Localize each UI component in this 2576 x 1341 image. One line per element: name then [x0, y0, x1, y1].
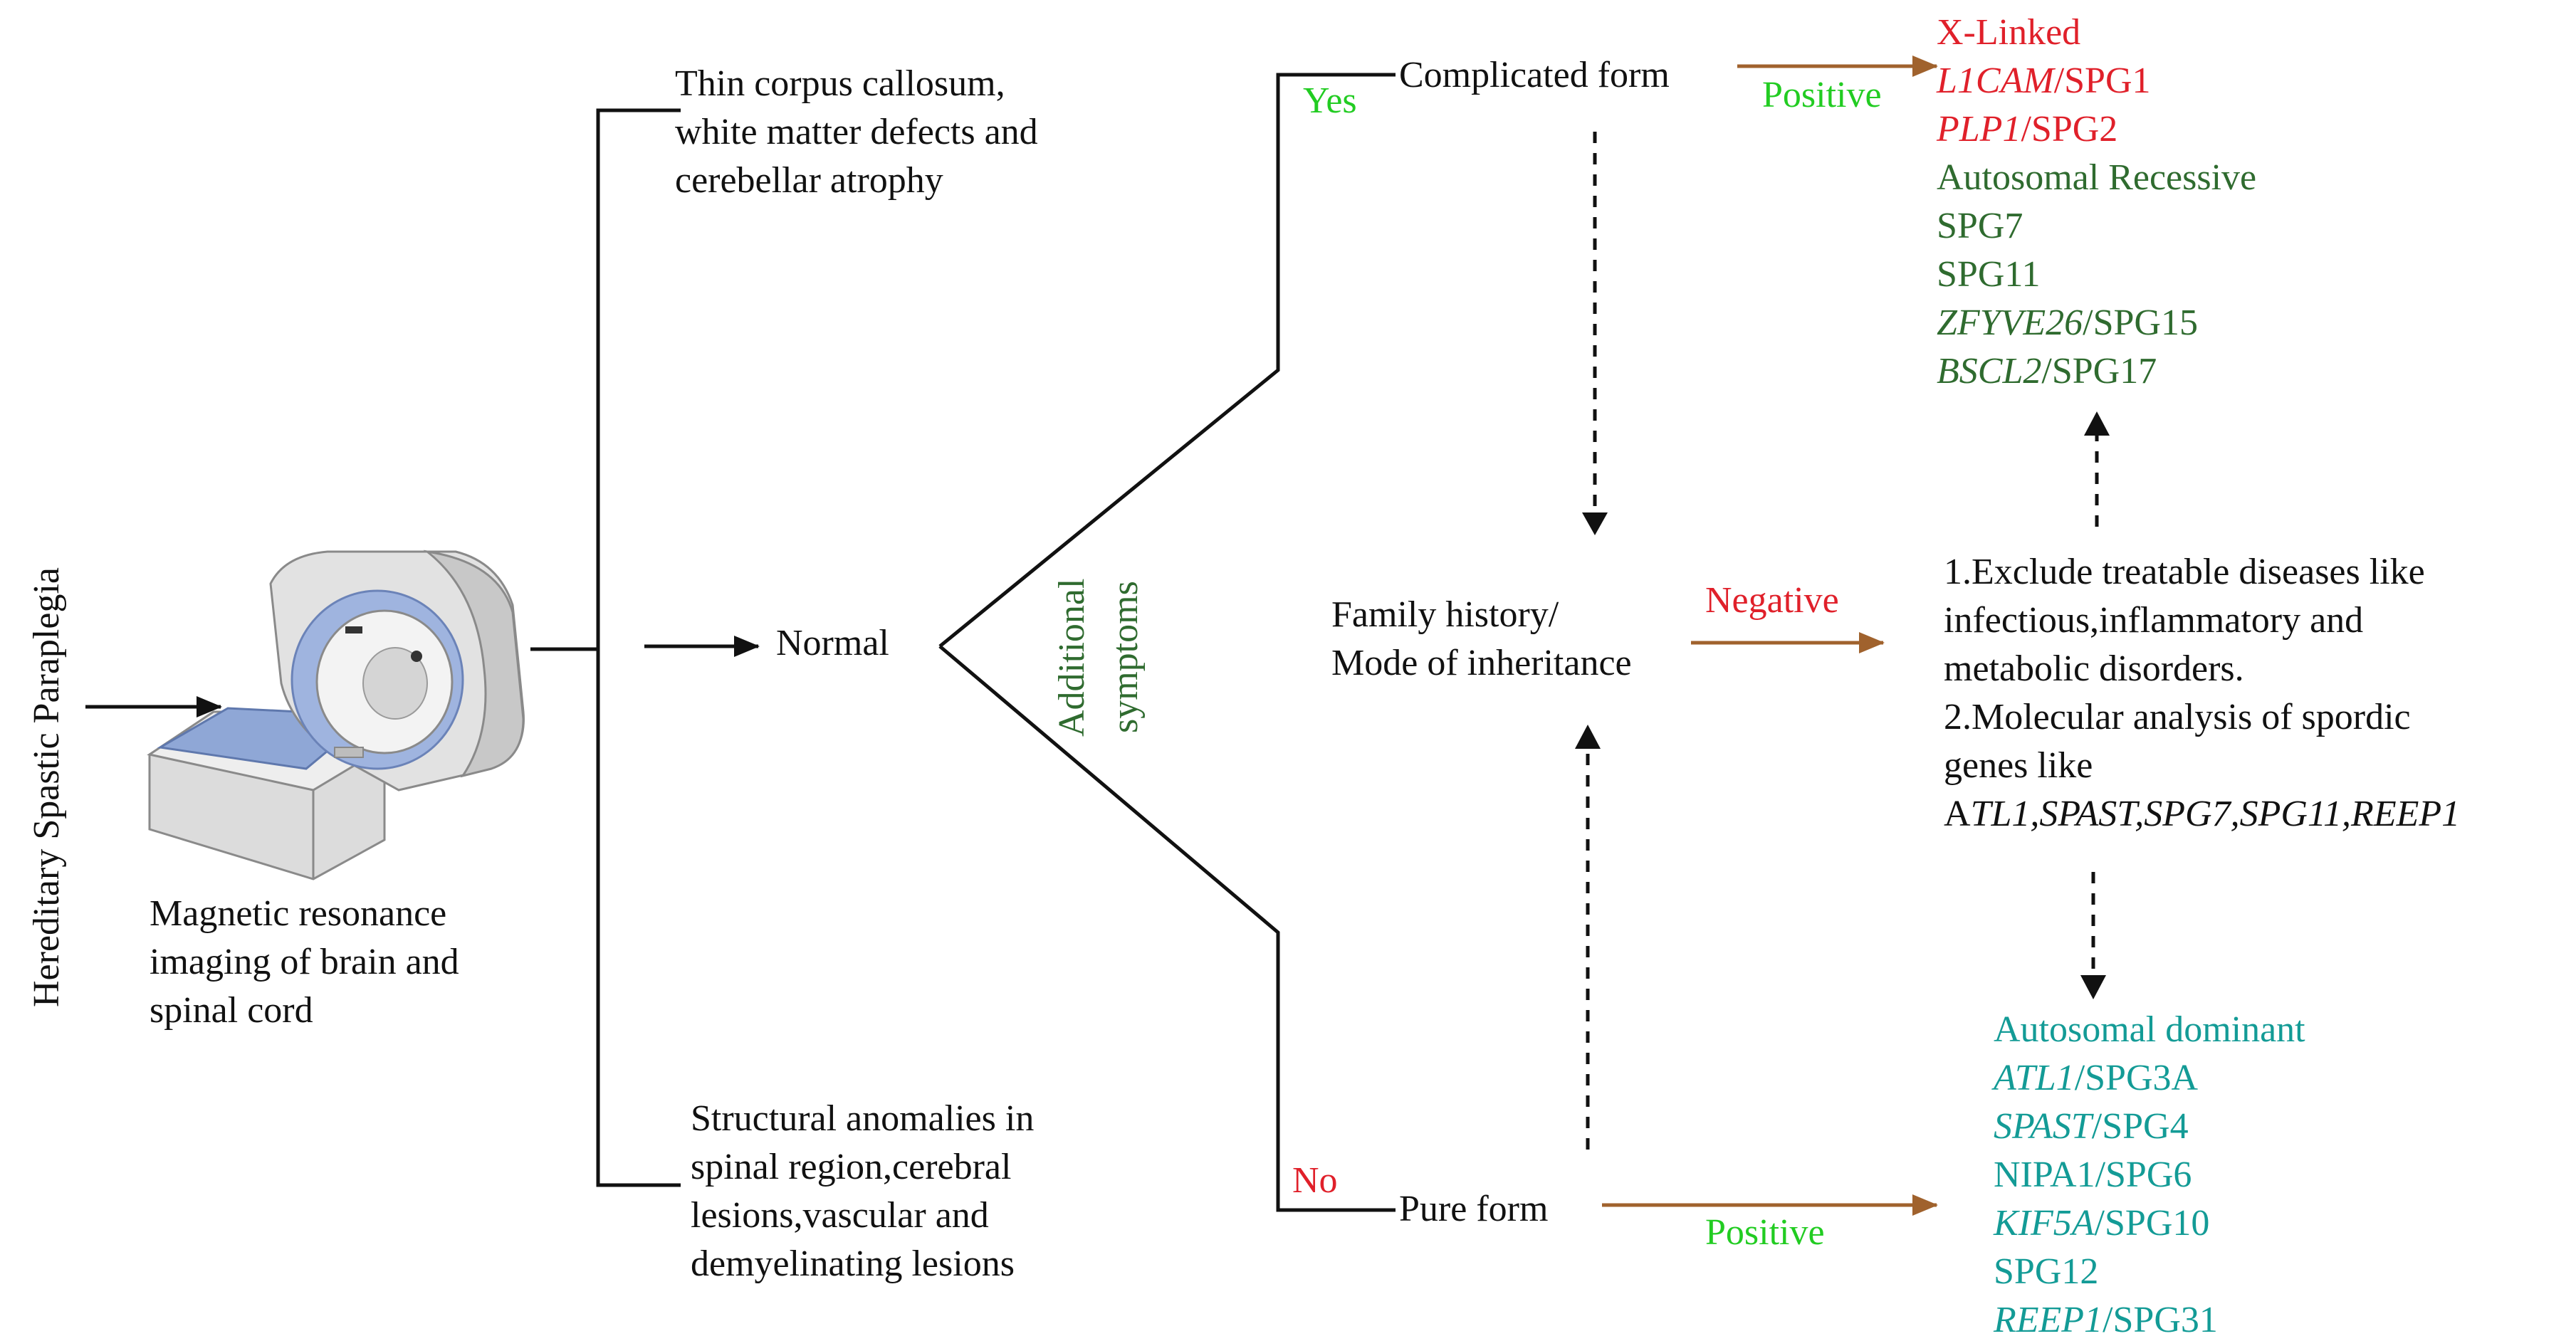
no-branch: [938, 645, 1396, 1212]
title-vertical: Hereditary Spastic Paraplegia: [26, 567, 67, 1007]
yes-label: Yes: [1303, 80, 1357, 121]
bottom-finding-line-2: spinal region,cerebral: [691, 1147, 1012, 1187]
dominant-item-4: KIF5A/SPG10: [1994, 1203, 2210, 1243]
negative-box-line-2: infectious,inflammatory and: [1944, 600, 2364, 641]
negative-box-line-4: 2.Molecular analysis of spordic: [1944, 697, 2411, 737]
top-finding-line-3: cerebellar atrophy: [675, 160, 943, 201]
additional-symptoms-line-2: symptoms: [1105, 581, 1146, 733]
recessive-item-3: ZFYVE26/SPG15: [1937, 303, 2198, 343]
top-finding-line-1: Thin corpus callosum,: [675, 63, 1005, 104]
dominant-heading: Autosomal dominant: [1994, 1009, 2305, 1050]
dominant-item-2: SPAST/SPG4: [1994, 1106, 2189, 1147]
negative-box-line-5: genes like: [1944, 745, 2093, 786]
negative-box-line-1: 1.Exclude treatable diseases like: [1944, 552, 2425, 592]
yes-branch: [938, 73, 1396, 648]
mri-scanner-icon: [147, 549, 525, 880]
recessive-item-4: BSCL2/SPG17: [1937, 351, 2157, 391]
additional-symptoms-line-1: Additional: [1052, 578, 1092, 737]
recessive-item-2: SPG11: [1937, 254, 2041, 295]
negative-box-line-6: ATL1,SPAST,SPG7,SPG11,REEP1: [1944, 794, 2461, 834]
left-bracket: [596, 108, 681, 1187]
family-history-line-1: Family history/: [1331, 594, 1559, 635]
recessive-item-1: SPG7: [1937, 206, 2023, 246]
dominant-item-3: NIPA1/SPG6: [1994, 1155, 2192, 1195]
xlinked-gene-2: PLP1/SPG2: [1937, 109, 2118, 149]
mri-caption-line-1: Magnetic resonance: [150, 893, 447, 934]
bottom-finding-line-1: Structural anomalies in: [691, 1098, 1035, 1139]
no-label: No: [1292, 1160, 1338, 1201]
negative-box-line-3: metabolic disorders.: [1944, 648, 2244, 689]
xlinked-heading: X-Linked: [1937, 12, 2081, 53]
recessive-heading: Autosomal Recessive: [1937, 157, 2257, 198]
bottom-finding-line-4: demyelinating lesions: [691, 1243, 1015, 1284]
bottom-finding-line-3: lesions,vascular and: [691, 1195, 989, 1236]
top-finding-line-2: white matter defects and: [675, 112, 1038, 152]
pure-form-label: Pure form: [1399, 1189, 1549, 1229]
complicated-form-label: Complicated form: [1399, 55, 1670, 95]
mri-caption-line-3: spinal cord: [150, 990, 313, 1031]
negative-label: Negative: [1705, 580, 1839, 621]
xlinked-gene-1: L1CAM/SPG1: [1937, 61, 2151, 101]
family-history-line-2: Mode of inheritance: [1331, 643, 1632, 683]
mri-caption-line-2: imaging of brain and: [150, 942, 459, 982]
normal-label: Normal: [776, 623, 889, 663]
positive-bottom-label: Positive: [1705, 1212, 1825, 1253]
dominant-item-1: ATL1/SPG3A: [1994, 1058, 2199, 1098]
positive-top-label: Positive: [1762, 75, 1882, 115]
dominant-item-6: REEP1/SPG31: [1994, 1300, 2218, 1340]
dominant-item-5: SPG12: [1994, 1251, 2099, 1292]
